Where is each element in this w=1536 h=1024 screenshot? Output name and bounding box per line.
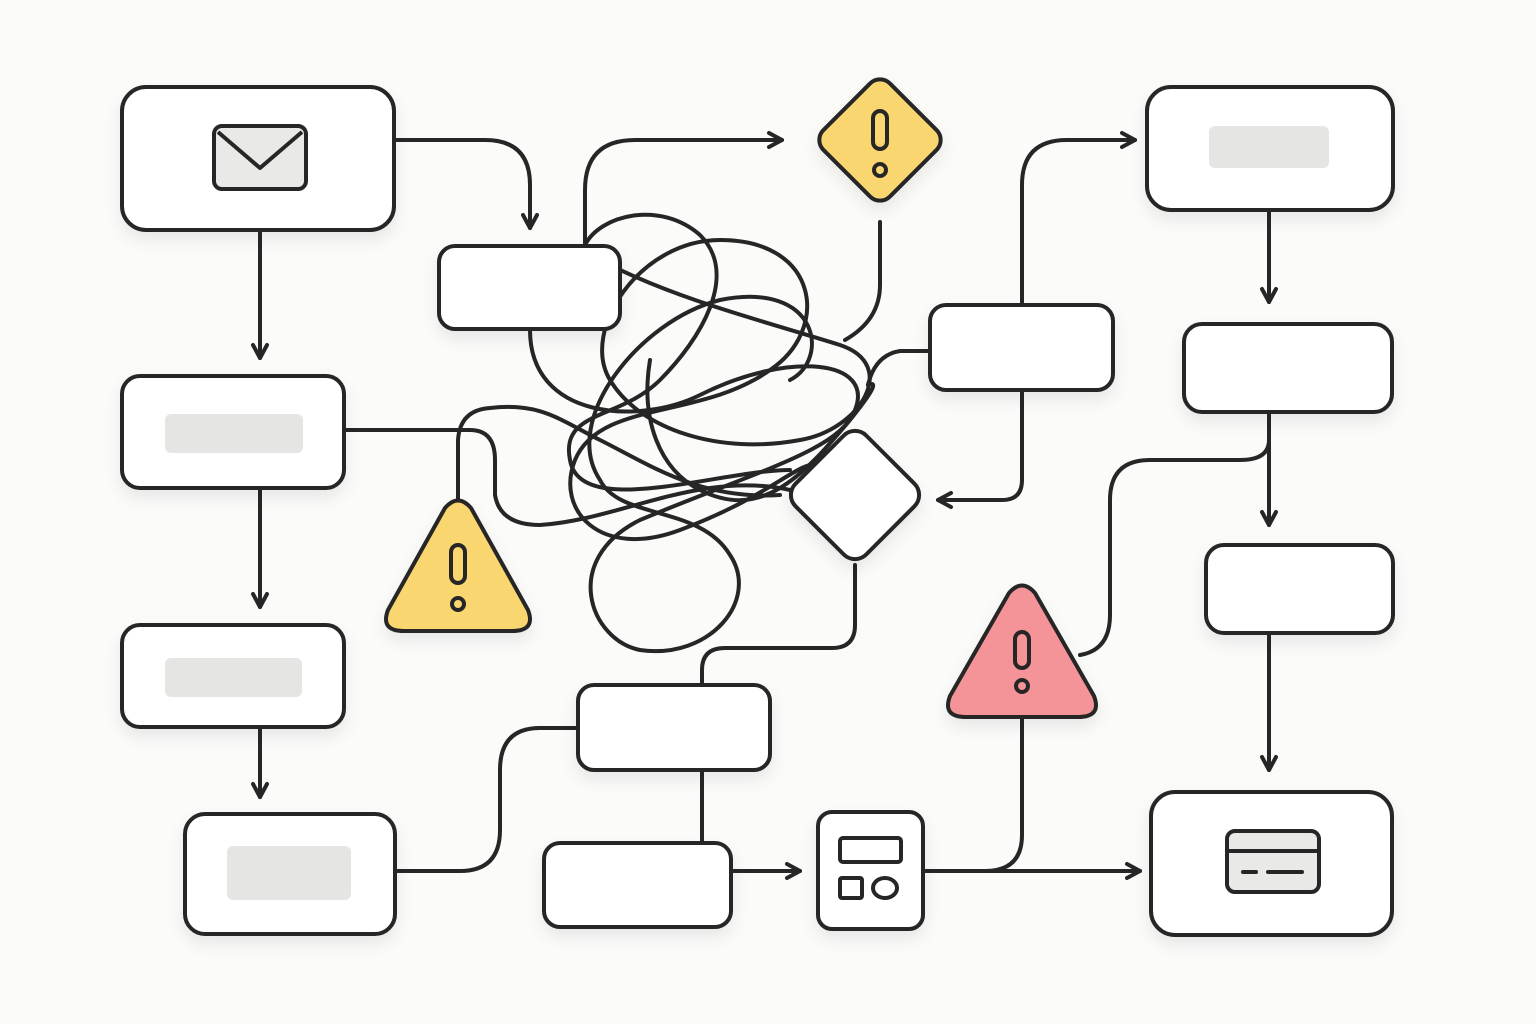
error-triangle-icon[interactable] [946, 583, 1098, 719]
card-window-icon [1225, 829, 1321, 894]
nodes [120, 85, 1395, 937]
edge-center-right-to-tangle [866, 349, 932, 387]
left-step-3-placeholder [227, 846, 351, 900]
bottom-mid-node[interactable] [542, 841, 733, 929]
edge-step3-to-center-bottom [393, 726, 580, 873]
warning-left-exclamation [449, 543, 467, 612]
edge-tangle-to-warning-top [583, 131, 784, 247]
edge-email-to-center-top [393, 138, 539, 230]
right-mid-1-node[interactable] [1182, 322, 1394, 414]
tangle-strand-3 [566, 212, 792, 492]
tangle-strand-1 [528, 294, 860, 654]
envelope-icon [212, 124, 308, 191]
left-step-1-placeholder [165, 414, 303, 453]
edge-error-to-device-line [983, 716, 1024, 873]
right-top-placeholder [1209, 126, 1329, 168]
center-top-node[interactable] [437, 244, 622, 331]
error-right-exclamation [1013, 630, 1031, 694]
device-node[interactable] [816, 810, 925, 931]
edge-center-right-to-diamond [936, 388, 1024, 509]
edge-mid1-to-error [1078, 410, 1271, 657]
warning-diamond-icon[interactable] [814, 74, 947, 207]
edge-warning-top-down [843, 220, 882, 342]
edge-center-right-to-right-top [1020, 131, 1137, 307]
center-bottom-node[interactable] [576, 683, 772, 772]
decision-diamond-node[interactable] [784, 424, 925, 565]
dashboard-device-icon [838, 836, 903, 900]
warning-triangle-icon[interactable] [384, 498, 532, 633]
center-right-node[interactable] [928, 303, 1115, 392]
left-step-2-placeholder [165, 658, 302, 697]
tangle-strand-2 [568, 238, 872, 542]
warnings [384, 74, 1098, 719]
tangle-strand-5 [456, 404, 782, 502]
edges [251, 131, 1278, 880]
warning-top-exclamation [871, 109, 889, 178]
tangle-strand-6 [645, 358, 876, 503]
right-mid-2-node[interactable] [1204, 543, 1395, 635]
tangled-connections [343, 212, 876, 654]
edge-diamond-to-center-bottom [700, 563, 857, 687]
